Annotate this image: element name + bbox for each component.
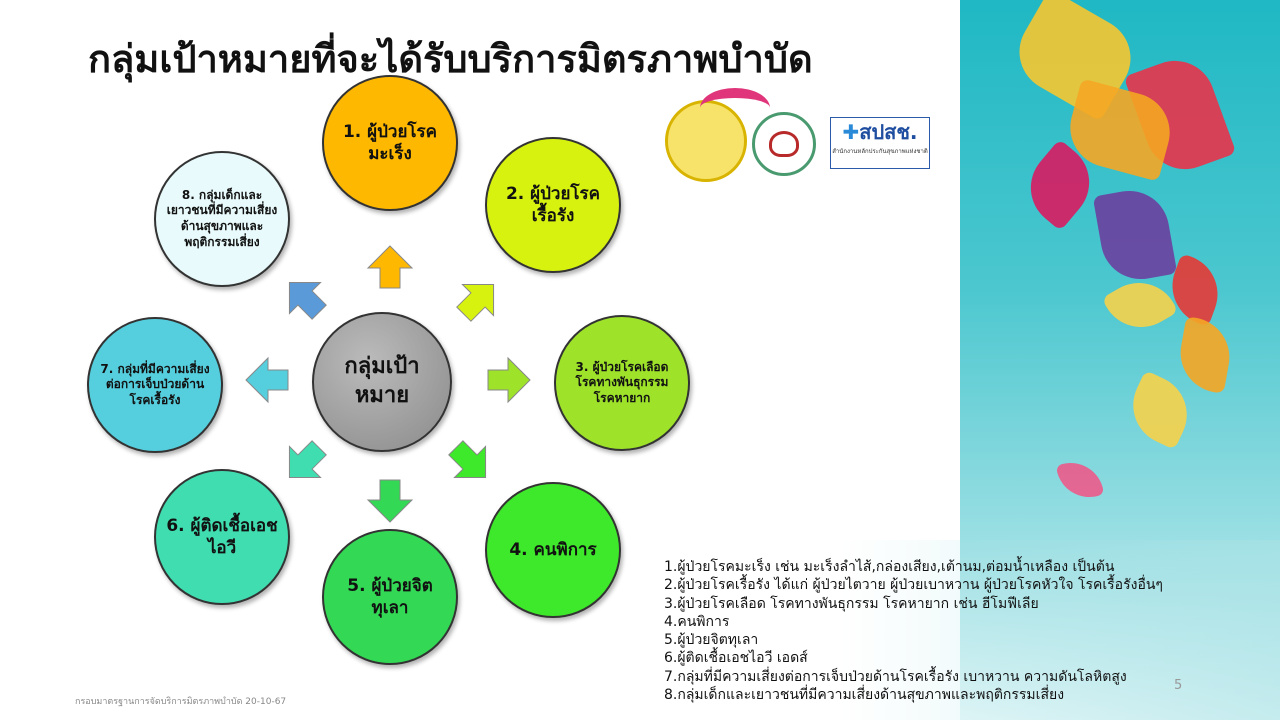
group-label: 2. ผู้ป่วยโรคเรื้อรัง [505,183,601,226]
group-legend: 1.ผู้ป่วยโรคมะเร็ง เช่น มะเร็งลำไส้,กล่อ… [664,558,1163,704]
group-circle-1: 1. ผู้ป่วยโรคมะเร็ง [322,75,458,211]
page-number: 5 [1174,678,1183,693]
group-label: 7. กลุ่มที่มีความเสี่ยงต่อการเจ็บป่วยด้า… [100,361,210,407]
group-circle-6: 6. ผู้ติดเชื้อเอชไอวี [154,469,290,605]
group-label: 4. คนพิการ [509,539,597,560]
arrows-layer [245,245,531,523]
arrow-to-group-3 [487,356,531,404]
arrow-to-group-5 [366,479,414,523]
arrow-to-group-2 [456,283,495,322]
group-label: 5. ผู้ป่วยจิตทุเลา [347,575,433,618]
center-circle: กลุ่มเป้าหมาย [312,312,452,452]
arrow-to-group-8 [288,281,327,320]
legend-item: 6.ผู้ติดเชื้อเอชไอวี เอดส์ [664,650,808,667]
footer-text: กรอบมาตรฐานการจัดบริการมิตรภาพบำบัด 20-1… [75,697,287,707]
group-circle-2: 2. ผู้ป่วยโรคเรื้อรัง [485,137,621,273]
nhso-logo: ✚สปสช. สำนักงานหลักประกันสุขภาพแห่งชาติ [830,117,930,169]
group-circle-5: 5. ผู้ป่วยจิตทุเลา [322,529,458,665]
group-label: 6. ผู้ติดเชื้อเอชไอวี [166,515,278,558]
legend-item: 5.ผู้ป่วยจิตทุเลา [664,632,759,649]
friendship-logo [752,112,816,176]
slide-title: กลุ่มเป้าหมายที่จะได้รับบริการมิตรภาพบำบ… [88,37,813,81]
legend-item: 3.ผู้ป่วยโรคเลือด โรคทางพันธุกรรม โรคหาย… [664,595,1039,612]
legend-item: 4.คนพิการ [664,613,730,630]
group-circle-8: 8. กลุ่มเด็กและเยาวชนที่มีความเสี่ยงด้าน… [154,151,290,287]
legend-item: 1.ผู้ป่วยโรคมะเร็ง เช่น มะเร็งลำไส้,กล่อ… [664,559,1115,575]
legend-item: 7.กลุ่มที่มีความเสี่ยงต่อการเจ็บป่วยด้าน… [664,668,1127,685]
group-circle-4: 4. คนพิการ [485,482,621,618]
legend-item: 2.ผู้ป่วยโรคเรื้อรัง ได้แก่ ผู้ป่วยไตวาย… [664,577,1163,594]
group-label: 3. ผู้ป่วยโรคเลือด โรคทางพันธุกรรม โรคหา… [575,359,669,405]
arrow-to-group-6 [288,440,327,479]
legend-item: 8.กลุ่มเด็กและเยาวชนที่มีความเสี่ยงด้านส… [664,687,1065,704]
background-fade [840,540,1280,720]
arrow-to-group-1 [366,245,414,289]
group-label: 1. ผู้ป่วยโรคมะเร็ง [342,121,438,164]
arrow-to-group-7 [245,356,289,404]
nhso-logo-text: สปสช. [859,120,918,144]
partner-logo-arc [700,88,770,128]
group-circle-3: 3. ผู้ป่วยโรคเลือด โรคทางพันธุกรรม โรคหา… [554,315,690,451]
group-label: 8. กลุ่มเด็กและเยาวชนที่มีความเสี่ยงด้าน… [166,187,278,249]
center-label: กลุ่มเป้าหมาย [344,354,420,408]
nhso-logo-subtitle: สำนักงานหลักประกันสุขภาพแห่งชาติ [832,148,928,155]
group-circle-7: 7. กลุ่มที่มีความเสี่ยงต่อการเจ็บป่วยด้า… [87,317,223,453]
arrow-to-group-4 [448,440,487,479]
